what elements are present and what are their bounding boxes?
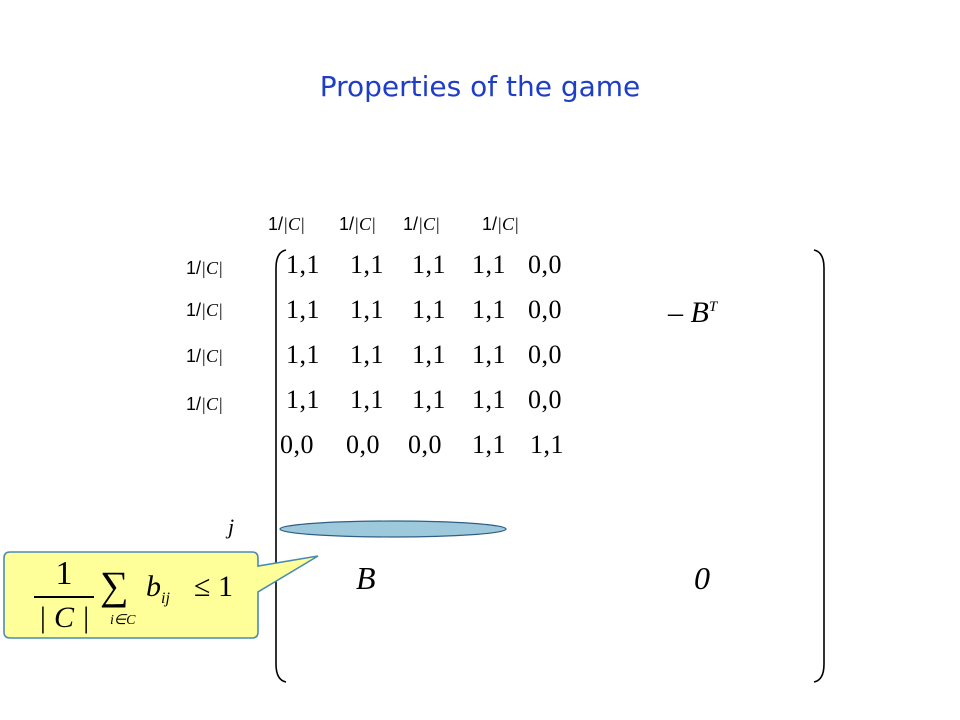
matrix-cell: 1,1 (286, 385, 320, 414)
matrix-right-bracket (813, 249, 825, 683)
row-label-2: 1/|C| (186, 300, 223, 320)
matrix-cell: 1,1 (412, 250, 446, 279)
row-label-3: 1/|C| (186, 346, 223, 366)
matrix-cell: 0,0 (528, 385, 562, 414)
formula-rhs: ≤ 1 (194, 570, 233, 603)
col-label-2: 1/|C| (339, 214, 376, 234)
matrix-cell: 1,1 (412, 295, 446, 324)
col-label-1: 1/|C| (268, 214, 305, 234)
callout-formula: 1 | C | ∑ i∈C bij ≤ 1 (28, 556, 243, 636)
matrix-cell: 0,0 (528, 340, 562, 369)
block-b: B (356, 560, 376, 596)
matrix-cell: 1,1 (412, 340, 446, 369)
matrix-cell: 1,1 (412, 385, 446, 414)
matrix-cell: 1,1 (350, 385, 384, 414)
matrix-cell: 1,1 (286, 295, 320, 324)
sum-subscript: i∈C (110, 613, 136, 628)
row-j-label: j (228, 514, 235, 539)
matrix-cell: 0,0 (408, 430, 442, 459)
matrix-cell: 1,1 (472, 385, 506, 414)
matrix-cell: 1,1 (472, 340, 506, 369)
matrix-cell: 1,1 (350, 295, 384, 324)
matrix-cell: 1,1 (350, 340, 384, 369)
matrix-cell: 1,1 (472, 250, 506, 279)
matrix-cell: 0,0 (346, 430, 380, 459)
matrix-cell: 1,1 (472, 430, 506, 459)
row-label-4: 1/|C| (186, 394, 223, 414)
block-zero: 0 (694, 560, 710, 596)
col-label-3: 1/|C| (403, 214, 440, 234)
matrix-cell: 1,1 (530, 430, 564, 459)
col-label-4: 1/|C| (482, 214, 519, 234)
matrix-cell: 1,1 (350, 250, 384, 279)
row-j-highlight-ellipse (279, 520, 507, 538)
matrix-cell: 1,1 (286, 340, 320, 369)
matrix-cell: 0,0 (528, 250, 562, 279)
matrix-cell: 0,0 (280, 430, 314, 459)
formula-fraction: 1 | C | (34, 556, 94, 634)
sum-symbol: ∑ (100, 563, 129, 608)
neg-b-transpose: – BT (668, 296, 718, 329)
callout-bubble (3, 551, 319, 639)
slide-title: Properties of the game (319, 70, 641, 103)
formula-term: bij (146, 570, 170, 607)
row-label-1: 1/|C| (186, 258, 223, 278)
matrix-cell: 1,1 (472, 295, 506, 324)
matrix-cell: 1,1 (286, 250, 320, 279)
matrix-cell: 0,0 (528, 295, 562, 324)
matrix-left-bracket (275, 249, 287, 683)
